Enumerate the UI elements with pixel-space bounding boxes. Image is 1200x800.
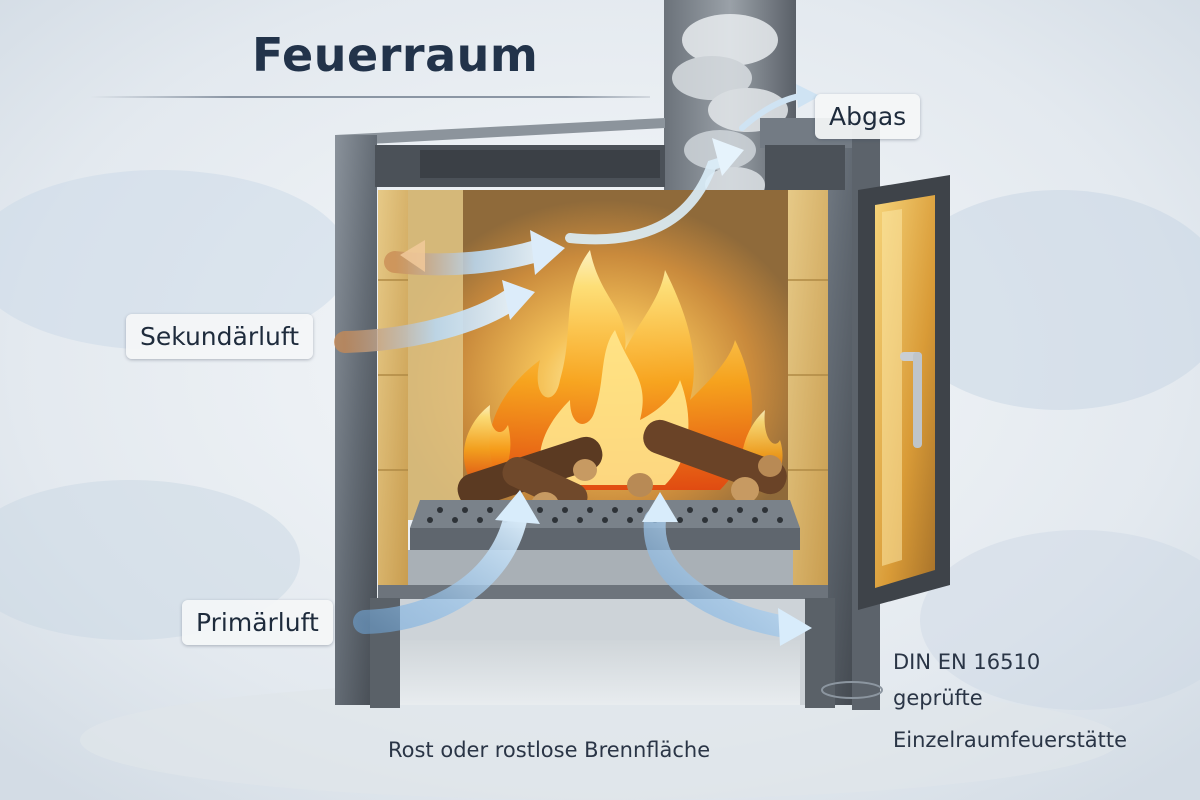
smoke-icon [672,14,788,203]
logs [457,419,787,518]
label-primaerluft: Primärluft [182,600,333,645]
certification-line-3: Einzelraumfeuerstätte [893,728,1128,752]
air-arrow-icon [565,84,820,245]
label-sekundaerluft: Sekundärluft [126,314,314,359]
grate [408,500,800,585]
air-arrow-icon [334,230,565,353]
grate-caption: Rost oder rostlose Brennfläche [388,738,711,762]
page-title: Feuerraum [252,28,539,82]
door-handle-icon [900,352,922,448]
firebrick-left [378,190,408,585]
certification-line-2: geprüfte [893,686,983,710]
stove-door [858,175,950,610]
title-underline [90,96,650,98]
label-abgas: Abgas [815,94,921,139]
air-arrow-icon [353,490,812,646]
certification-line-1: DIN EN 16510 [893,650,1041,674]
